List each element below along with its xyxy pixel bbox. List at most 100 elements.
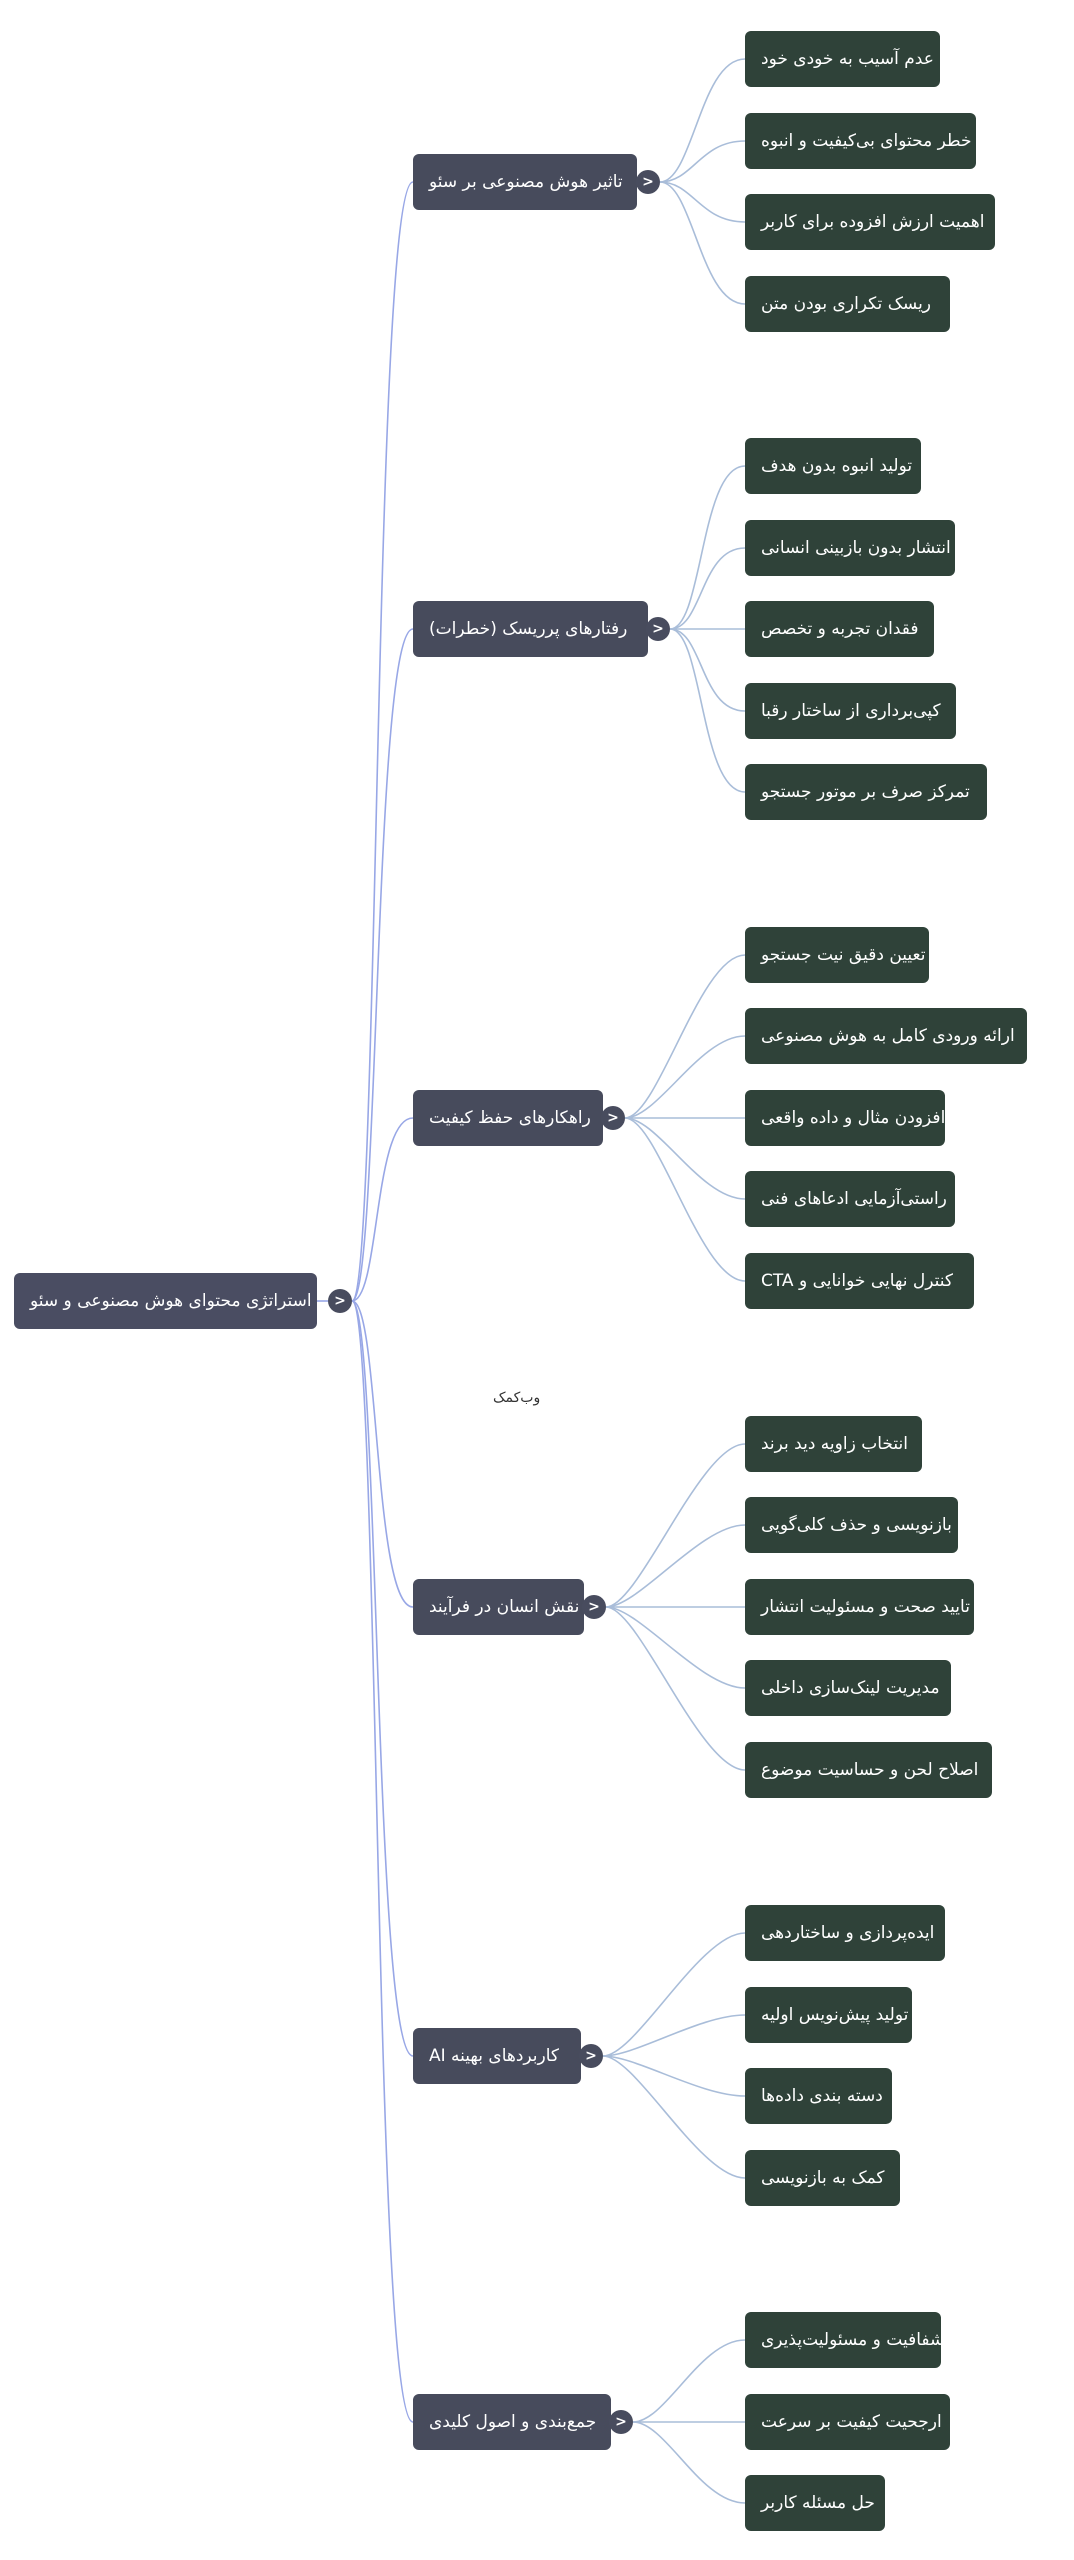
root-to-branch-connector <box>351 628 414 1302</box>
leaf-node-label: راستی‌آزمایی ادعاهای فنی <box>761 1189 947 1209</box>
leaf-node-label: شفافیت و مسئولیت‌پذیری <box>761 2330 945 2350</box>
leaf-node-label: بازنویسی و حذف کلی‌گویی <box>761 1515 952 1535</box>
branch-collapse-toggle[interactable]: > <box>579 2044 603 2068</box>
leaf-node-label: تولید انبوه بدون هدف <box>761 456 913 476</box>
leaf-node-label: کمک به بازنویسی <box>761 2168 885 2188</box>
leaf-node[interactable]: کپی‌برداری از ساختار رقبا <box>745 683 956 739</box>
leaf-node[interactable]: مدیریت لینک‌سازی داخلی <box>745 1660 951 1716</box>
leaf-node-label: حل مسئله کاربر <box>761 2493 875 2513</box>
leaf-node[interactable]: اهمیت ارزش افزوده برای کاربر <box>745 194 995 250</box>
branch-node-label: رفتارهای پرریسک (خطرات) <box>429 619 628 639</box>
leaf-node-label: کنترل نهایی خوانایی و CTA <box>761 1271 953 1291</box>
branch-node[interactable]: نقش انسان در فرآیند <box>413 1579 584 1635</box>
branch-node-label: کاربردهای بهینه AI <box>429 2046 560 2066</box>
branch-to-leaf-connector <box>669 465 746 630</box>
root-to-branch-connector <box>351 1117 414 1302</box>
branch-node[interactable]: رفتارهای پرریسک (خطرات) <box>413 601 648 657</box>
root-to-branch-connector <box>351 1300 414 1608</box>
watermark-text: وب‌کمک <box>493 1390 541 1406</box>
branch-to-leaf-connector <box>605 1606 746 1689</box>
leaf-node-label: ایده‌پردازی و ساختاردهی <box>761 1923 935 1943</box>
leaf-node[interactable]: تمرکز صرف بر موتور جستجو <box>745 764 987 820</box>
leaf-node[interactable]: عدم آسیب به خودی خود <box>745 31 940 87</box>
leaf-node[interactable]: دسته بندی داده‌ها <box>745 2068 892 2124</box>
branch-collapse-toggle[interactable]: > <box>636 170 660 194</box>
branch-to-leaf-connector <box>605 1443 746 1608</box>
leaf-node-label: خطر محتوای بی‌کیفیت و انبوه <box>761 131 972 151</box>
branch-to-leaf-connector <box>624 954 746 1119</box>
branch-to-leaf-connector <box>632 2421 746 2504</box>
branch-node-label: نقش انسان در فرآیند <box>429 1597 580 1617</box>
branch-to-leaf-connector <box>659 181 746 223</box>
leaf-node[interactable]: بازنویسی و حذف کلی‌گویی <box>745 1497 958 1553</box>
root-to-branch-connector <box>351 1300 414 2423</box>
branch-node-label: تاثیر هوش مصنوعی بر سئو <box>429 172 623 192</box>
branch-to-leaf-connector <box>602 2055 746 2097</box>
leaf-node[interactable]: تولید انبوه بدون هدف <box>745 438 921 494</box>
leaf-node[interactable]: فقدان تجربه و تخصص <box>745 601 934 657</box>
branch-to-leaf-connector <box>669 628 746 793</box>
leaf-node[interactable]: افزودن مثال و داده واقعی <box>745 1090 945 1146</box>
leaf-node[interactable]: تعیین دقیق نیت جستجو <box>745 927 929 983</box>
root-collapse-toggle[interactable]: > <box>328 1289 352 1313</box>
branch-node[interactable]: کاربردهای بهینه AI <box>413 2028 581 2084</box>
leaf-node-label: تایید صحت و مسئولیت انتشار <box>761 1597 970 1617</box>
root-to-branch-connector <box>351 1300 414 2057</box>
branch-to-leaf-connector <box>632 2339 746 2423</box>
leaf-node-label: انتخاب زاویه دید برند <box>761 1434 908 1454</box>
branch-to-leaf-connector <box>605 1606 746 1771</box>
leaf-node[interactable]: شفافیت و مسئولیت‌پذیری <box>745 2312 945 2368</box>
leaf-node-label: ارائه ورودی کامل به هوش مصنوعی <box>761 1026 1015 1046</box>
branch-to-leaf-connector <box>659 58 746 183</box>
leaf-node[interactable]: انتشار بدون بازبینی انسانی <box>745 520 955 576</box>
leaf-node-label: ریسک تکراری بودن متن <box>761 294 932 314</box>
leaf-node-label: مدیریت لینک‌سازی داخلی <box>761 1678 940 1698</box>
branch-to-leaf-connector <box>602 2055 746 2179</box>
leaf-node-label: فقدان تجربه و تخصص <box>761 619 919 639</box>
branch-to-leaf-connector <box>624 1117 746 1200</box>
leaf-node[interactable]: حل مسئله کاربر <box>745 2475 885 2531</box>
leaf-node-label: افزودن مثال و داده واقعی <box>761 1108 946 1128</box>
branch-to-leaf-connector <box>602 1932 746 2057</box>
branch-collapse-toggle[interactable]: > <box>609 2410 633 2434</box>
branch-node[interactable]: تاثیر هوش مصنوعی بر سئو <box>413 154 637 210</box>
leaf-node[interactable]: ریسک تکراری بودن متن <box>745 276 950 332</box>
branch-to-leaf-connector <box>602 2014 746 2057</box>
leaf-node[interactable]: خطر محتوای بی‌کیفیت و انبوه <box>745 113 976 169</box>
leaf-node[interactable]: کمک به بازنویسی <box>745 2150 900 2206</box>
branch-collapse-toggle[interactable]: > <box>601 1106 625 1130</box>
leaf-node[interactable]: راستی‌آزمایی ادعاهای فنی <box>745 1171 955 1227</box>
leaf-node-label: تولید پیش‌نویس اولیه <box>761 2005 909 2025</box>
branch-node-label: راهکارهای حفظ کیفیت <box>429 1108 591 1128</box>
leaf-node[interactable]: تایید صحت و مسئولیت انتشار <box>745 1579 974 1635</box>
branch-collapse-toggle[interactable]: > <box>582 1595 606 1619</box>
branch-to-leaf-connector <box>659 140 746 183</box>
branch-node[interactable]: جمع‌بندی و اصول کلیدی <box>413 2394 611 2450</box>
leaf-node[interactable]: ارجحیت کیفیت بر سرعت <box>745 2394 950 2450</box>
leaf-node[interactable]: کنترل نهایی خوانایی و CTA <box>745 1253 974 1309</box>
leaf-node[interactable]: ایده‌پردازی و ساختاردهی <box>745 1905 945 1961</box>
branch-to-leaf-connector <box>669 628 746 712</box>
branch-to-leaf-connector <box>624 1117 746 1282</box>
leaf-node-label: انتشار بدون بازبینی انسانی <box>761 538 951 558</box>
root-to-branch-connector <box>351 181 414 1302</box>
leaf-node[interactable]: ارائه ورودی کامل به هوش مصنوعی <box>745 1008 1027 1064</box>
leaf-node-label: اصلاح لحن و حساسیت موضوع <box>761 1760 979 1780</box>
leaf-node-label: دسته بندی داده‌ها <box>761 2086 883 2106</box>
branch-to-leaf-connector <box>605 1524 746 1608</box>
branch-to-leaf-connector <box>669 547 746 630</box>
leaf-node-label: عدم آسیب به خودی خود <box>761 49 934 69</box>
root-node-label: استراتژی محتوای هوش مصنوعی و سئو <box>30 1291 312 1311</box>
branch-node[interactable]: راهکارهای حفظ کیفیت <box>413 1090 603 1146</box>
leaf-node-label: کپی‌برداری از ساختار رقبا <box>761 701 941 721</box>
root-node[interactable]: استراتژی محتوای هوش مصنوعی و سئو <box>14 1273 317 1329</box>
branch-node-label: جمع‌بندی و اصول کلیدی <box>429 2412 597 2432</box>
leaf-node[interactable]: تولید پیش‌نویس اولیه <box>745 1987 912 2043</box>
branch-to-leaf-connector <box>659 181 746 305</box>
branch-collapse-toggle[interactable]: > <box>646 617 670 641</box>
leaf-node-label: اهمیت ارزش افزوده برای کاربر <box>761 212 985 232</box>
leaf-node[interactable]: انتخاب زاویه دید برند <box>745 1416 922 1472</box>
leaf-node[interactable]: اصلاح لحن و حساسیت موضوع <box>745 1742 992 1798</box>
branch-to-leaf-connector <box>624 1035 746 1119</box>
leaf-node-label: ارجحیت کیفیت بر سرعت <box>761 2412 942 2432</box>
